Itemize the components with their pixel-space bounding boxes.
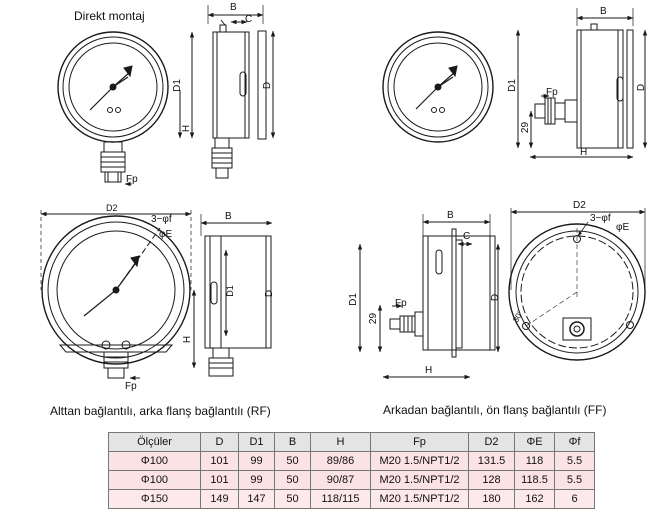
dim-d1-label: D1 [171,79,183,92]
dim-h-label: H [181,124,193,133]
dim-d-label-back: D [636,83,648,92]
caption-ff: Arkadan bağlantılı, ön flanş bağlantılı … [383,403,607,417]
table-cell: Φ100 [108,451,201,471]
dim-fp-label: Fp [126,174,138,185]
dim-b-label-rf: B [225,211,232,222]
dim-d-label-ff: D [490,293,502,302]
rf-side-view [191,214,273,377]
ff-side-view [357,214,501,380]
header-phif: Φf [554,432,595,452]
table-cell: 162 [514,489,555,509]
table-cell: 50 [274,451,311,471]
dim-c-label: C [245,14,253,25]
table-cell: 89/86 [310,451,371,471]
dim-fp-label-ff: Fp [395,298,407,309]
table-header-row: Ölçüler D D1 B H Fp D2 ΦE Φf [108,432,595,452]
dim-d1-label-rf: D1 [224,285,235,297]
table-cell: 5.5 [554,451,595,471]
dim-3f-label-rf: 3−φf [151,214,172,225]
header-fp: Fp [370,432,469,452]
dim-h-label-back: H [580,147,588,158]
table-cell: 99 [238,470,275,490]
dim-b-label: B [230,2,237,13]
back-mount-front-view [382,31,494,143]
table-cell: 101 [200,470,239,490]
table-cell: 118.5 [514,470,555,490]
table-cell: M20 1.5/NPT1/2 [370,489,469,509]
table-cell: 149 [200,489,239,509]
header-h: H [310,432,371,452]
dim-3f-label-ff: 3−φf [590,213,611,224]
table-cell: 90/87 [310,470,371,490]
dim-d1-label-ff: D1 [347,293,359,306]
dim-phie-label-ff: φE [616,222,630,233]
table-cell: 147 [238,489,275,509]
table-row: Φ150 149 147 50 118/115 M20 1.5/NPT1/2 1… [108,489,595,509]
table-cell: 101 [200,451,239,471]
table-cell: M20 1.5/NPT1/2 [370,470,469,490]
table-cell: 50 [274,470,311,490]
table-row: Φ100 101 99 50 90/87 M20 1.5/NPT1/2 128 … [108,470,595,490]
header-d1: D1 [238,432,275,452]
table-cell: Φ150 [108,489,201,509]
dim-d-label-rf: D [264,289,276,298]
back-mount-side-view [515,8,648,160]
dim-d1-label-back: D1 [506,79,518,92]
table-cell: 180 [468,489,515,509]
header-b: B [274,432,311,452]
header-olculer: Ölçüler [108,432,201,452]
dim-d-label: D [262,81,274,90]
dim-h-label-rf: H [182,335,194,344]
dim-b-label-ff: B [447,210,454,221]
direct-mount-front-view [57,31,169,187]
table-cell: 6 [554,489,595,509]
table-cell: 128 [468,470,515,490]
ff-front-view [508,208,646,361]
table-cell: 118 [514,451,555,471]
dim-d2-label-rf: D2 [106,203,118,213]
dim-b-label-back: B [600,6,607,17]
caption-rf: Alttan bağlantılı, arka flanş bağlantılı… [50,404,271,418]
dim-29-label-ff: 29 [368,312,380,325]
direct-mount-side-view [177,5,276,179]
dim-phie-label-rf: φE [159,229,173,240]
header-d: D [200,432,239,452]
table-cell: Φ100 [108,470,201,490]
table-cell: 118/115 [310,489,371,509]
dimensions-table: Ölçüler D D1 B H Fp D2 ΦE Φf Φ100 101 99… [108,432,595,509]
table-cell: 99 [238,451,275,471]
table-cell: 50 [274,489,311,509]
dim-fp-label-back: Fp [546,87,558,98]
table-cell: 131.5 [468,451,515,471]
table-cell: 5.5 [554,470,595,490]
table-cell: M20 1.5/NPT1/2 [370,451,469,471]
rf-front-view [40,210,192,381]
dim-fp-label-rf: Fp [125,381,137,392]
dim-d2-label-ff: D2 [573,200,586,211]
header-phie: ΦE [514,432,555,452]
dim-h-label-ff: H [425,365,433,376]
dim-c-label-ff: C [463,231,471,242]
header-d2: D2 [468,432,515,452]
dim-29-label-back: 29 [520,121,532,134]
caption-direct-mount: Direkt montaj [74,9,145,23]
table-row: Φ100 101 99 50 89/86 M20 1.5/NPT1/2 131.… [108,451,595,471]
